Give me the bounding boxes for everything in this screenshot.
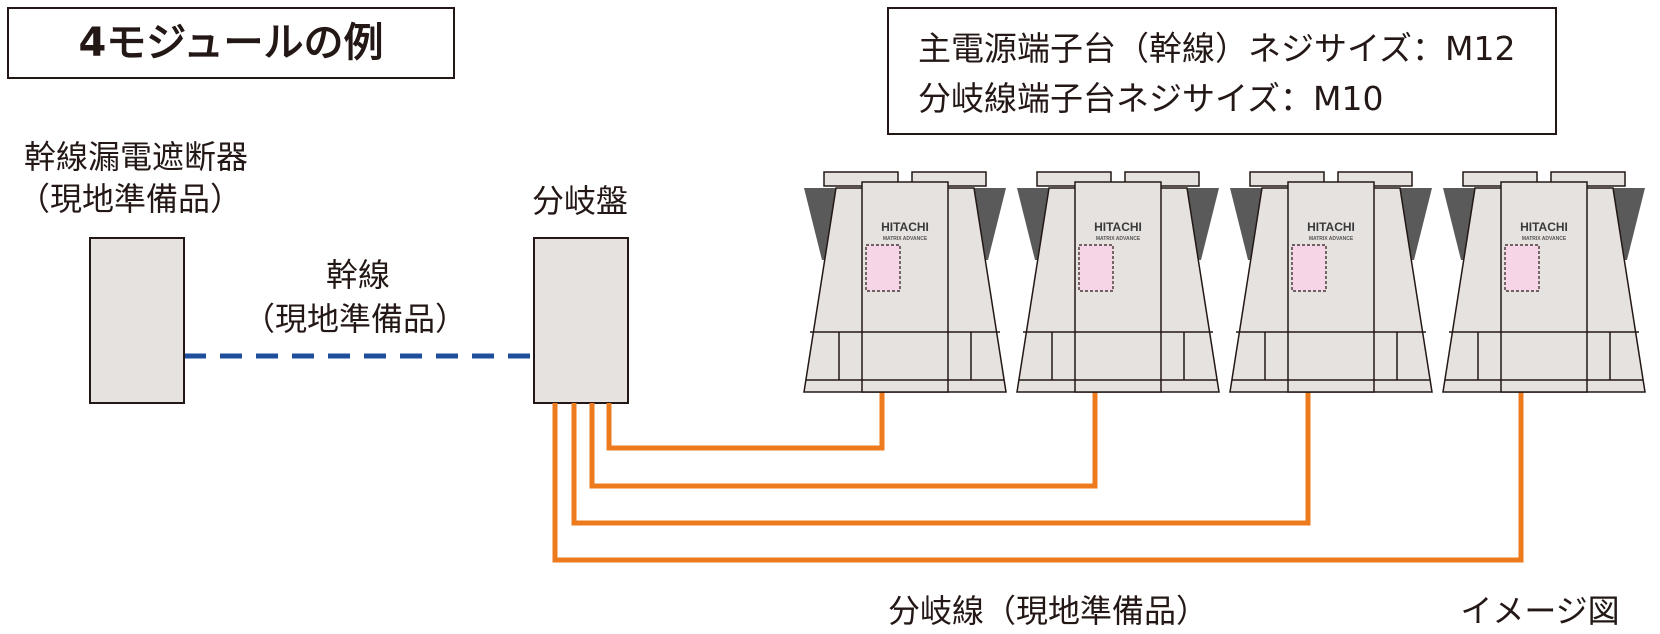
unit-brand-label: HITACHI [1520,220,1568,234]
title-box: 4モジュールの例 [7,7,455,79]
distribution-board-label: 分岐盤 [532,182,628,220]
image-note: イメージ図 [1460,592,1619,630]
trunk-line-note: （現地準備品） [243,300,467,338]
screw-info-branch: 分岐線端子台ネジサイズ：M10 [918,79,1383,118]
branch-line-label: 分岐線（現地準備品） [888,592,1208,630]
outdoor-unit-4: HITACHI MATRIX ADVANCE [1442,171,1646,393]
terminal-box [1291,244,1327,292]
breaker-label: 幹線漏電遮断器 [24,138,248,176]
trunk-line-label: 幹線 [326,256,390,294]
screw-info-main: 主電源端子台（幹線）ネジサイズ：M12 [918,29,1515,68]
outdoor-units: HITACHI MATRIX ADVANCE HITACHI MATRIX ADVAN… [803,171,1646,393]
branch-line-4 [552,288,1524,563]
title-text: 4モジュールの例 [78,20,383,66]
unit-series-label: MATRIX ADVANCE [1522,236,1567,242]
screw-info-box: 主電源端子台（幹線）ネジサイズ：M12 分岐線端子台ネジサイズ：M10 [887,7,1557,135]
terminal-box [1504,244,1540,292]
unit-brand-label: HITACHI [1094,220,1142,234]
distribution-board-box [533,237,629,404]
outdoor-unit-3: HITACHI MATRIX ADVANCE [1229,171,1433,393]
terminal-box [865,244,901,292]
unit-series-label: MATRIX ADVANCE [1096,236,1141,242]
unit-brand-label: HITACHI [1307,220,1355,234]
unit-series-label: MATRIX ADVANCE [883,236,928,242]
branch-line-3 [571,288,1311,526]
unit-series-label: MATRIX ADVANCE [1309,236,1354,242]
outdoor-unit-1: HITACHI MATRIX ADVANCE [803,171,1007,393]
terminal-box [1078,244,1114,292]
breaker-box [89,237,185,404]
unit-brand-label: HITACHI [881,220,929,234]
breaker-note: （現地準備品） [18,180,242,218]
outdoor-unit-2: HITACHI MATRIX ADVANCE [1016,171,1220,393]
